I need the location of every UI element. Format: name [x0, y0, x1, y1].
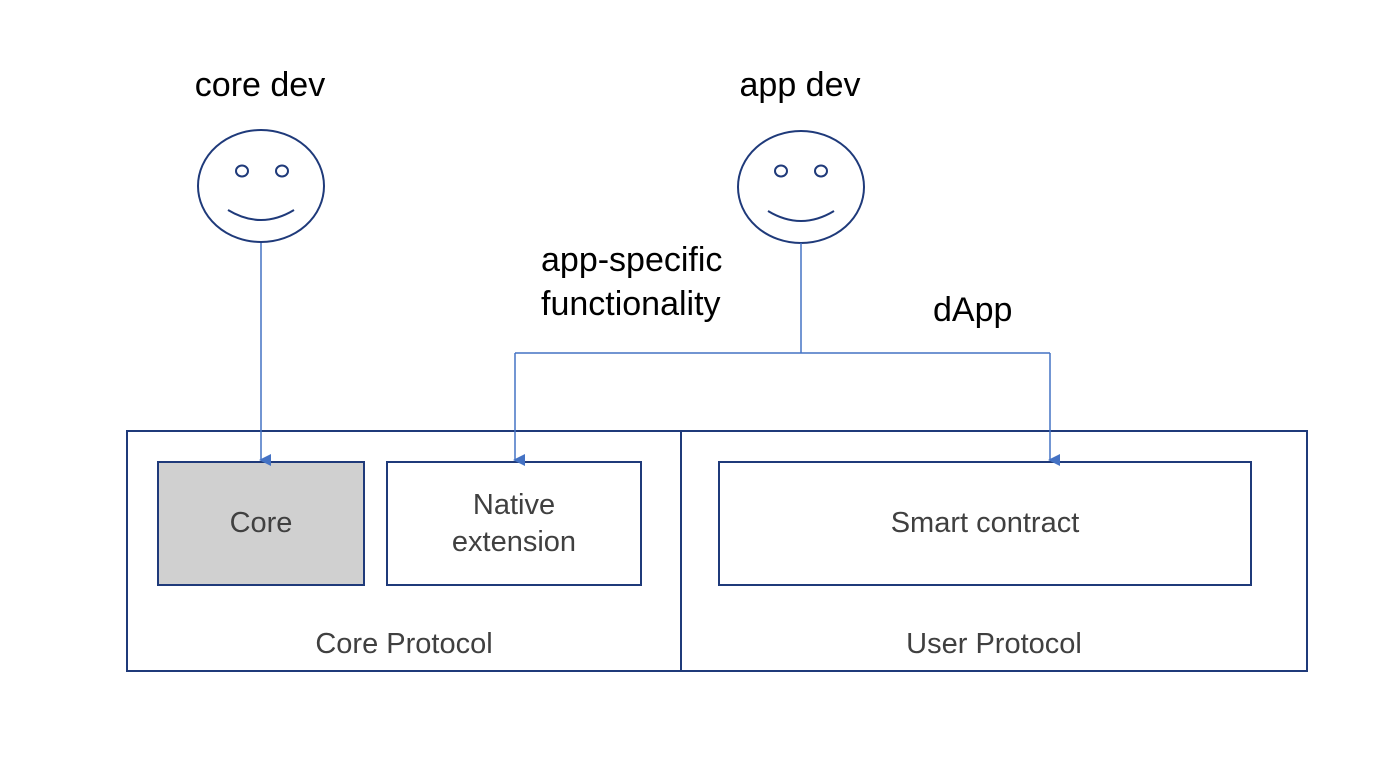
dapp-label: dApp — [933, 291, 1013, 329]
native-extension-label-line2: extension — [451, 526, 577, 558]
app-specific-label-line2: functionality — [541, 285, 721, 323]
user-protocol-label: User Protocol — [906, 628, 1082, 660]
core-dev-label: core dev — [194, 66, 326, 104]
core-dev-smiley-icon — [197, 129, 325, 243]
app-specific-label-line1: app-specific — [541, 241, 723, 279]
app-specific-functionality-label: app-specific functionality — [541, 238, 722, 326]
core-box-label: Core — [229, 507, 293, 539]
app-dev-label: app dev — [739, 66, 861, 104]
native-extension-label-line1: Native — [472, 489, 556, 521]
app-dev-smiley-icon — [737, 130, 865, 244]
native-extension-box — [386, 461, 642, 586]
smart-contract-box-label: Smart contract — [890, 507, 1080, 539]
core-protocol-label: Core Protocol — [315, 628, 493, 660]
core-box — [157, 461, 365, 586]
smart-contract-box — [718, 461, 1252, 586]
protocol-container — [126, 430, 1308, 672]
native-extension-box-label: Native extension — [387, 487, 641, 561]
